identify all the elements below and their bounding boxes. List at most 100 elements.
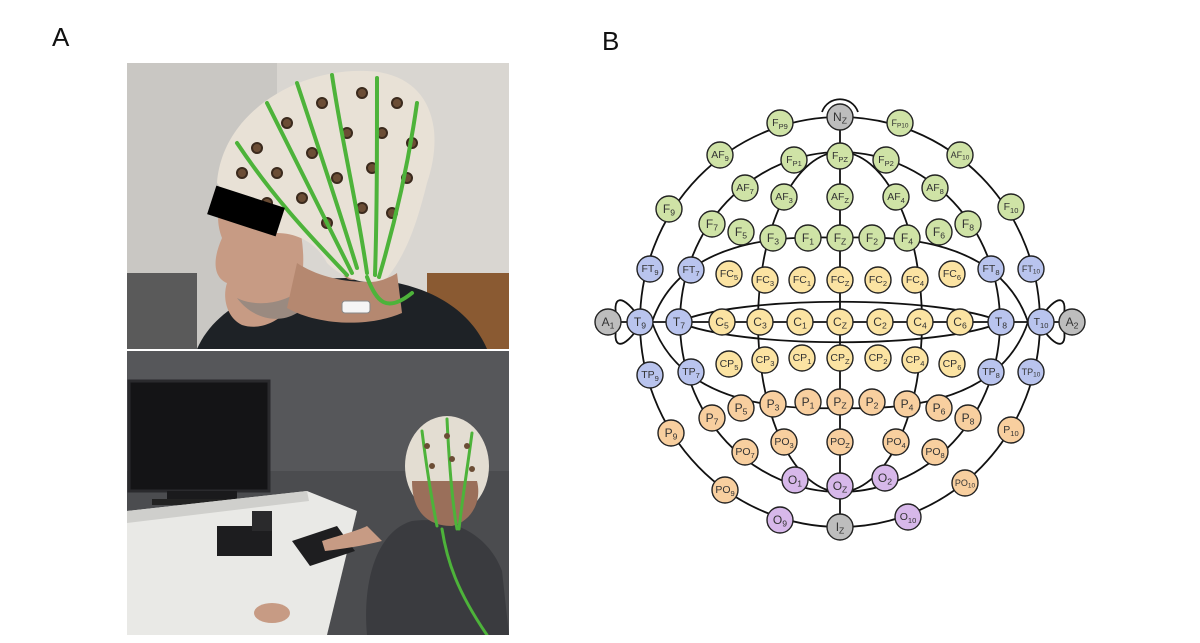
electrode-marker <box>951 469 979 497</box>
electrode-label: FC1 <box>793 274 811 287</box>
electrode-label: FP9 <box>772 117 788 130</box>
electrode-label: PO7 <box>735 446 754 459</box>
electrode-marker <box>731 174 759 202</box>
electrode-p4: P4 <box>893 390 921 418</box>
electrode-f8: F8 <box>954 210 982 238</box>
electrode-label: O9 <box>773 513 787 528</box>
electrode-label: AF3 <box>775 191 793 204</box>
electrode-marker <box>866 308 894 336</box>
electrode-label: F10 <box>1004 201 1019 214</box>
electrode-marker <box>893 390 921 418</box>
electrode-p6: P6 <box>925 394 953 422</box>
electrode-label: AF7 <box>736 182 754 195</box>
electrode-label: F6 <box>933 225 945 240</box>
electrode-label: AF4 <box>887 191 905 204</box>
electrode-label: T7 <box>673 315 685 330</box>
electrode-label: F8 <box>962 217 974 232</box>
electrode-label: P6 <box>933 401 946 416</box>
electrode-label: FT10 <box>1022 264 1041 275</box>
electrode-o2: O2 <box>871 464 899 492</box>
electrode-p5: P5 <box>727 394 755 422</box>
electrode-label: P5 <box>735 401 748 416</box>
electrode-t10: T10 <box>1027 308 1055 336</box>
electrode-label: P8 <box>962 411 975 426</box>
electrode-label: TP8 <box>982 366 1000 379</box>
electrode-fc2: FC2 <box>864 266 892 294</box>
electrode-marker <box>826 428 854 456</box>
panel-label-a: A <box>52 22 70 52</box>
electrode-label: F2 <box>866 231 878 246</box>
electrode-label: TP9 <box>641 369 659 382</box>
electrode-label: T8 <box>995 315 1007 330</box>
electrode-marker <box>1058 308 1086 336</box>
electrode-label: F4 <box>901 231 913 246</box>
electrode-marker <box>746 308 774 336</box>
electrode-cz: CZ <box>826 308 854 336</box>
electrode-marker <box>626 308 654 336</box>
eeg-cap-closeup-illustration <box>127 63 509 349</box>
electrode-marker <box>882 428 910 456</box>
electrode-c6: C6 <box>946 308 974 336</box>
electrode-marker <box>780 146 808 174</box>
electrode-marker <box>770 428 798 456</box>
electrode-o1: O1 <box>781 466 809 494</box>
electrode-marker <box>871 464 899 492</box>
electrode-marker <box>781 466 809 494</box>
electrode-label: C3 <box>753 315 767 330</box>
electrode-f1: F1 <box>794 224 822 252</box>
electrode-af10: AF10 <box>946 141 974 169</box>
electrode-label: CP5 <box>720 358 739 371</box>
electrode-po3: PO3 <box>770 428 798 456</box>
electrode-marker <box>826 224 854 252</box>
electrode-marker <box>864 266 892 294</box>
electrode-label: FCZ <box>831 274 850 287</box>
electrode-marker <box>657 419 685 447</box>
electrode-marker <box>731 438 759 466</box>
electrode-label: F9 <box>663 202 675 217</box>
electrode-pz: PZ <box>826 388 854 416</box>
electrode-cp4: CP4 <box>901 346 929 374</box>
electrode-fp1: FP1 <box>780 146 808 174</box>
electrode-marker <box>698 210 726 238</box>
electrode-cp6: CP6 <box>938 350 966 378</box>
electrode-marker <box>901 346 929 374</box>
electrode-fpz: FPZ <box>826 142 854 170</box>
electrode-iz: IZ <box>826 513 854 541</box>
electrode-cp2: CP2 <box>864 344 892 372</box>
electrode-label: P9 <box>665 426 678 441</box>
electrode-p7: P7 <box>698 404 726 432</box>
electrode-marker <box>727 394 755 422</box>
electrode-marker <box>864 344 892 372</box>
electrode-marker <box>759 224 787 252</box>
electrode-label: PO8 <box>925 446 944 459</box>
electrode-label: NZ <box>833 110 847 125</box>
electrode-label: FP2 <box>878 154 894 167</box>
electrode-marker <box>921 174 949 202</box>
electrode-fc4: FC4 <box>901 266 929 294</box>
photo-eeg-cap-closeup <box>127 63 509 349</box>
electrode-marker <box>770 183 798 211</box>
electrode-label: PO9 <box>715 484 734 497</box>
electrode-fz: FZ <box>826 224 854 252</box>
electrode-p1: P1 <box>794 388 822 416</box>
electrode-label: CP4 <box>906 354 925 367</box>
electrode-marker <box>925 394 953 422</box>
electrode-marker <box>759 390 787 418</box>
electrode-c5: C5 <box>708 308 736 336</box>
electrode-label: O10 <box>900 511 917 524</box>
electrode-ft7: FT7 <box>677 256 705 284</box>
electrode-label: FP1 <box>786 154 802 167</box>
electrode-label: FT9 <box>641 263 658 276</box>
electrode-marker <box>751 346 779 374</box>
electrode-oz: OZ <box>826 472 854 500</box>
electrode-label: CP1 <box>793 352 812 365</box>
electrode-af7: AF7 <box>731 174 759 202</box>
electrode-po9: PO9 <box>711 476 739 504</box>
electrode-tp7: TP7 <box>677 358 705 386</box>
electrode-marker <box>997 416 1025 444</box>
experiment-setup-illustration <box>127 351 509 635</box>
electrode-marker <box>698 404 726 432</box>
electrode-af9: AF9 <box>706 141 734 169</box>
electrode-label: A2 <box>1066 315 1079 330</box>
